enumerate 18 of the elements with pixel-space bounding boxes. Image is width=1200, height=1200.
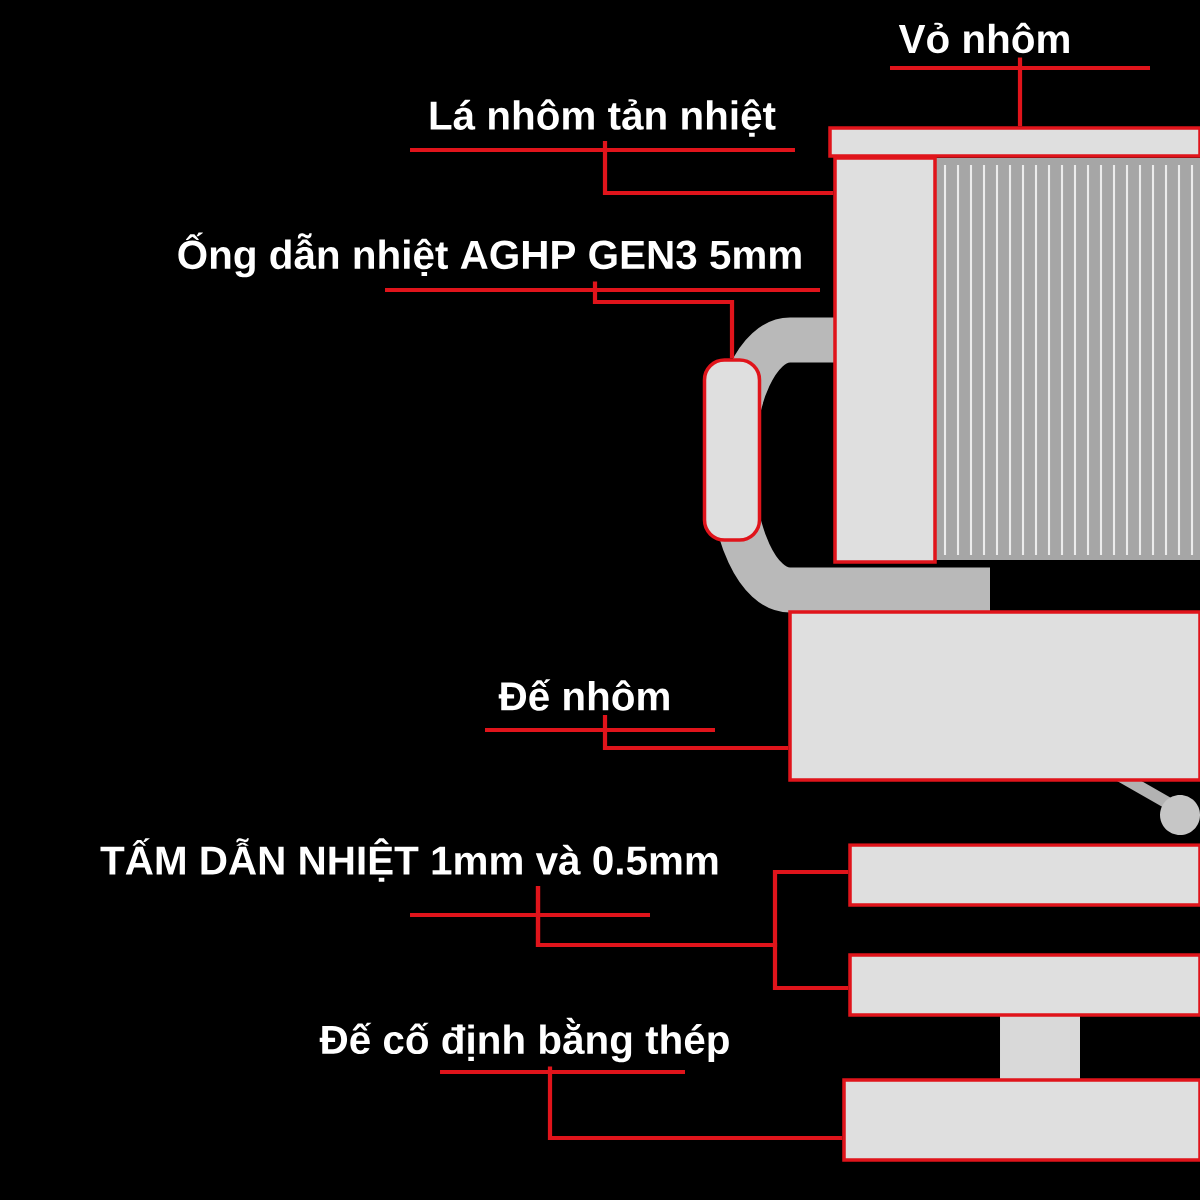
callout-text: Đế cố định bằng thép (319, 1017, 729, 1063)
callout-text: Vỏ nhôm (898, 22, 1069, 54)
thermal-pad (848, 843, 1200, 907)
callout-text: Lá nhôm tản nhiệt (430, 99, 776, 137)
leader-line (592, 281, 735, 359)
heatsink-cover (828, 126, 1200, 158)
leader-line (602, 714, 789, 751)
callout-text: TẤM DẪN NHIỆT 1mm và 0.5mm (100, 838, 718, 882)
leader-line (1017, 57, 1023, 127)
heatsink-base (788, 610, 1200, 782)
heat-pipe (702, 358, 762, 542)
steel-bracket (842, 1078, 1200, 1162)
callout-text: Đế nhôm (498, 679, 669, 711)
leader-line (547, 1066, 843, 1141)
thermal-pad (848, 953, 1200, 1017)
leader-line (535, 885, 849, 991)
callout-text: Ống dẫn nhiệt AGHP GEN3 5mm (178, 232, 801, 278)
leader-line (602, 140, 834, 196)
